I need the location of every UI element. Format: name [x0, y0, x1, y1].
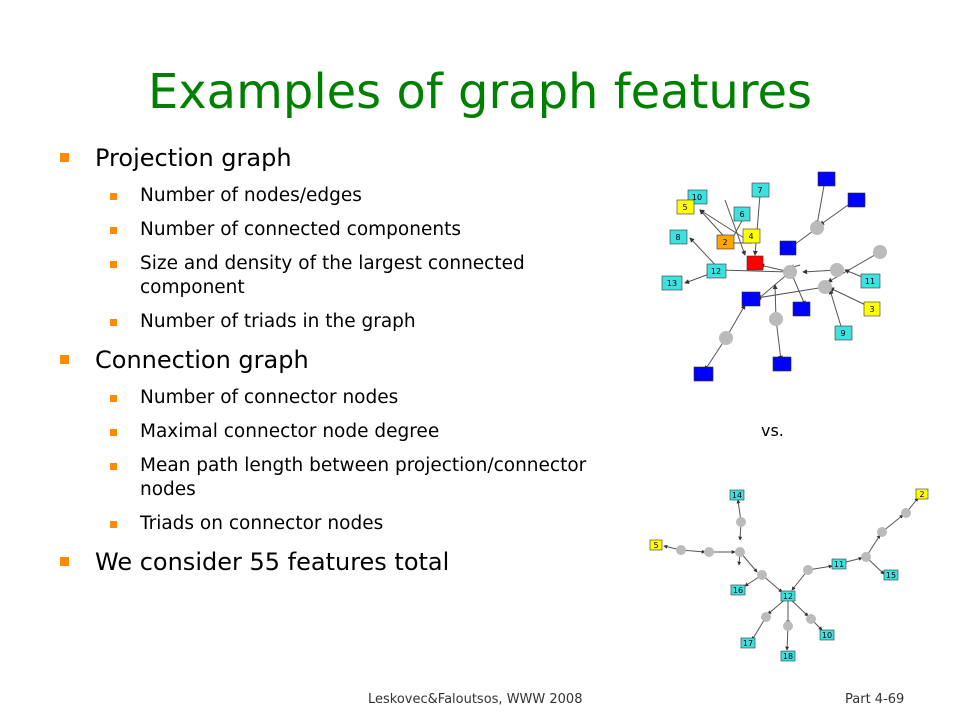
graph2-node-labels: 14 2 5 11 15 16 12 17 18 10 [653, 490, 924, 661]
bullet-marker [110, 261, 117, 268]
svg-text:4: 4 [748, 232, 753, 241]
bullet-marker [110, 227, 117, 234]
graph1-projection-nodes [661, 171, 881, 382]
bullet-item: Number of nodes/edges [60, 184, 620, 208]
connection-graph-diagram: 14 2 5 11 15 16 12 17 18 10 [649, 488, 929, 662]
graph2-connector-nodes [676, 508, 911, 631]
svg-text:17: 17 [743, 639, 753, 648]
bullet-item: Mean path length between projection/conn… [60, 454, 620, 502]
svg-text:5: 5 [653, 541, 658, 550]
bullet-item: Number of triads in the graph [60, 310, 620, 334]
svg-text:9: 9 [840, 329, 845, 338]
svg-text:8: 8 [675, 233, 680, 242]
section-heading-summary: We consider 55 features total [60, 546, 620, 578]
svg-text:2: 2 [722, 238, 727, 247]
svg-text:11: 11 [865, 277, 875, 286]
bullet-item: Number of connected components [60, 218, 620, 242]
svg-text:12: 12 [783, 592, 793, 601]
bullet-item: Maximal connector node degree [60, 420, 620, 444]
svg-text:6: 6 [739, 210, 744, 219]
bullet-marker [110, 193, 117, 200]
svg-text:7: 7 [757, 186, 762, 195]
slide-title: Examples of graph features [147, 64, 813, 120]
section-heading-connection: Connection graph [60, 344, 620, 376]
bullet-marker [110, 429, 117, 436]
svg-text:13: 13 [667, 279, 677, 288]
section-heading-projection: Projection graph [60, 142, 620, 174]
bullet-item: Triads on connector nodes [60, 512, 620, 536]
svg-text:18: 18 [783, 652, 793, 661]
bullet-marker [60, 153, 69, 162]
svg-text:16: 16 [733, 586, 743, 595]
svg-text:11: 11 [834, 560, 844, 569]
svg-text:5: 5 [682, 203, 687, 212]
bullet-marker [110, 521, 117, 528]
svg-text:15: 15 [886, 571, 896, 580]
graph2-projection-nodes [649, 488, 929, 662]
graph1-connector-nodes [719, 221, 887, 345]
graph1-node-labels: 10 7 5 6 8 2 4 12 13 11 3 9 [667, 186, 875, 338]
footer-page-number: Part 4-69 [845, 692, 905, 707]
bullet-marker [110, 395, 117, 402]
bullet-item: Number of connector nodes [60, 386, 620, 410]
svg-text:12: 12 [711, 267, 721, 276]
bullet-item: Size and density of the largest connecte… [60, 252, 620, 300]
svg-text:10: 10 [692, 193, 702, 202]
bullet-list: Projection graph Number of nodes/edges N… [60, 142, 620, 578]
bullet-marker [60, 355, 69, 364]
svg-text:10: 10 [822, 631, 832, 640]
bullet-marker [110, 319, 117, 326]
vs-label: vs. [761, 421, 784, 440]
projection-graph-diagram: 10 7 5 6 8 2 4 12 13 11 3 9 [661, 171, 887, 382]
bullet-marker [110, 463, 117, 470]
svg-text:2: 2 [919, 490, 924, 499]
svg-text:3: 3 [869, 305, 874, 314]
footer-citation: Leskovec&Faloutsos, WWW 2008 [368, 692, 583, 707]
bullet-marker [60, 557, 69, 566]
svg-text:14: 14 [732, 491, 742, 500]
